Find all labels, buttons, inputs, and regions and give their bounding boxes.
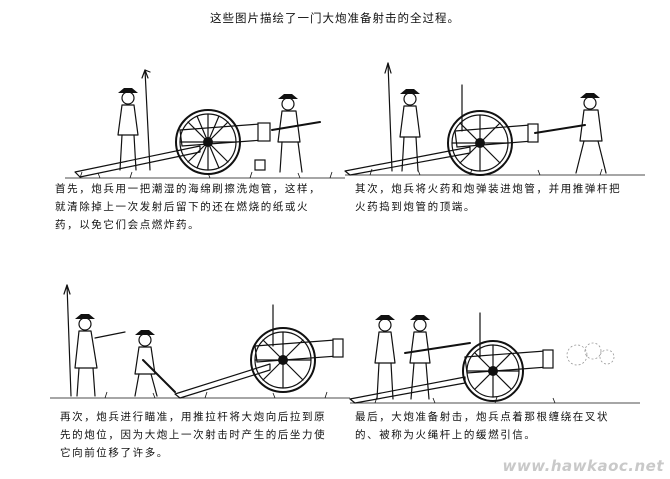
illustration-panel-sponging xyxy=(60,60,350,185)
cannon-drawing-sponging xyxy=(65,69,345,179)
illustration-panel-aiming xyxy=(45,280,355,405)
caption-loading: 其次，炮兵将火药和炮弹装进炮管，并用推弹杆把火药捣到炮管的顶端。 xyxy=(355,183,622,213)
page-title: 这些图片描绘了一门大炮准备射击的全过程。 xyxy=(210,11,460,25)
watermark: www.hawkaoc.net xyxy=(502,457,664,475)
illustration-panel-firing xyxy=(345,295,645,410)
caption-firing: 最后，大炮准备射击，炮兵点着那根缠绕在叉状的、被称为火绳杆上的缓燃引信。 xyxy=(355,411,610,441)
cannon-drawing-loading xyxy=(344,62,645,176)
cannon-drawing-firing xyxy=(349,312,640,404)
illustration-panel-loading xyxy=(340,55,650,185)
caption-aiming: 再次，炮兵进行瞄准，用推拉杆将大炮向后拉到原先的炮位，因为大炮上一次射击时产生的… xyxy=(60,411,327,459)
cannon-drawing-aiming xyxy=(50,284,350,399)
caption-sponging: 首先，炮兵用一把潮湿的海绵刷擦洗炮管，这样，就清除掉上一次发射后留下的还在燃烧的… xyxy=(55,183,322,231)
